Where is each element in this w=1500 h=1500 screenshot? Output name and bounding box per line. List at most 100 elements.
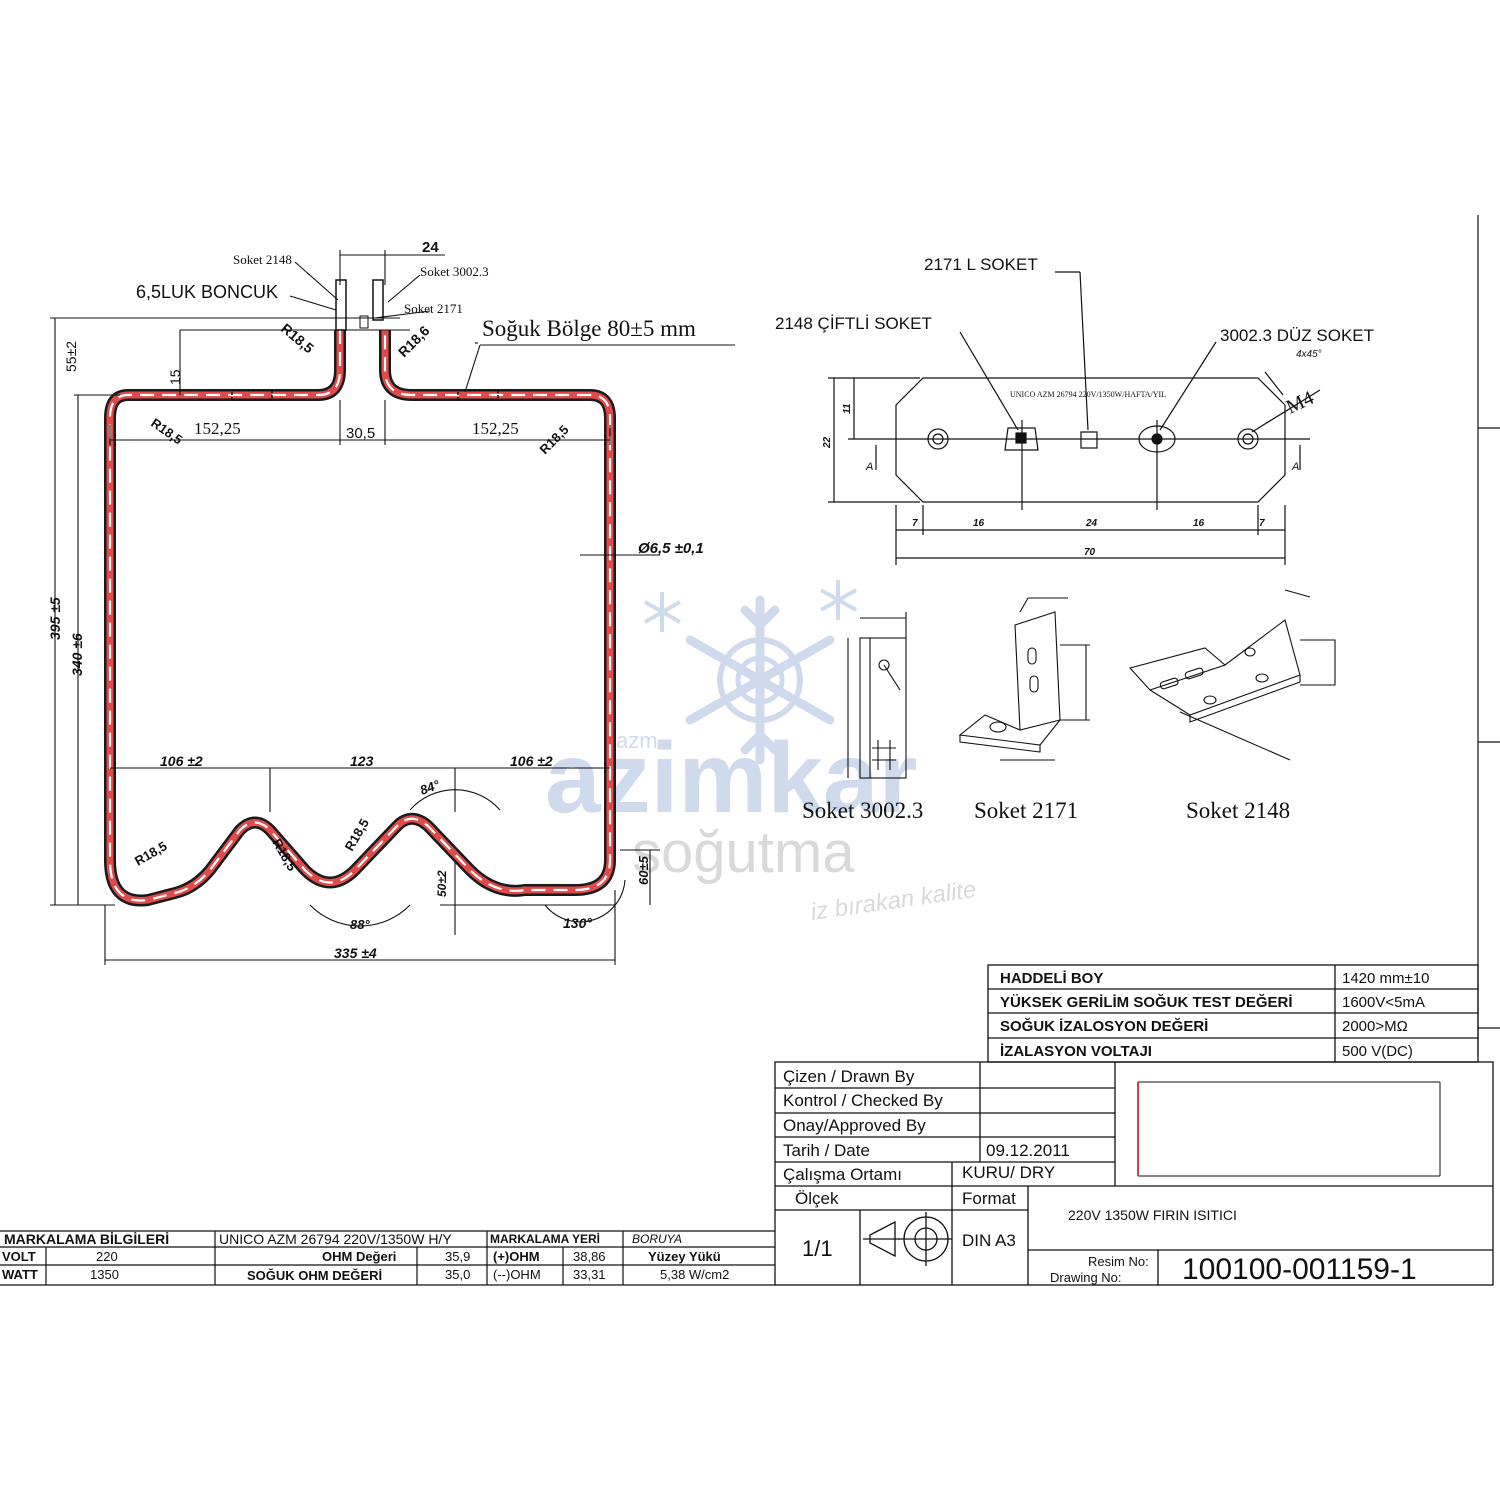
tb-approved-by: Onay/Approved By [783, 1116, 926, 1135]
plate-dim-24: 24 [1085, 518, 1098, 529]
dim-152-left: 152,25 [194, 419, 241, 438]
watermark-small: azm [616, 728, 658, 753]
plate-dim-11: 11 [842, 403, 853, 414]
bead-right [457, 389, 499, 401]
tb-title: 220V 1350W FIRIN ISITICI [1068, 1207, 1237, 1223]
tb-drawn-by: Çizen / Drawn By [783, 1067, 915, 1086]
dim-340: 340 ±6 [69, 633, 85, 676]
dim-106-left: 106 ±2 [160, 753, 203, 769]
label-m4: M4 [1283, 387, 1317, 419]
plate-dim-7b: 7 [1259, 518, 1265, 529]
heater-dimensions [50, 250, 735, 965]
tb-drawing-no-label1: Resim No: [1088, 1254, 1149, 1269]
label-soket-2148: Soket 2148 [233, 252, 292, 267]
socket-2171-end [359, 315, 369, 329]
spec-table [987, 964, 1479, 1063]
heater-element [104, 279, 616, 907]
tb-format: DIN A3 [962, 1231, 1016, 1250]
spec-label-3: İZALASYON VOLTAJI [1000, 1043, 1152, 1060]
snowflake-icon-small [644, 580, 857, 632]
label-ciftli-soket: 2148 ÇİFTLİ SOKET [775, 314, 932, 333]
spec-label-1: YÜKSEK GERİLİM SOĞUK TEST DEĞERİ [1000, 993, 1293, 1011]
dim-angle-84: 84° [418, 777, 442, 798]
mk-ohm-label: OHM Değeri [322, 1249, 396, 1264]
socket-detail-labels: Soket 3002.3 Soket 2171 Soket 2148 [802, 798, 1290, 823]
socket-details [847, 589, 1336, 779]
dim-24: 24 [422, 239, 439, 256]
tb-drawing-no-label2: Drawing No: [1050, 1270, 1122, 1285]
dim-r186-a: R18,5 [278, 320, 317, 356]
dim-123: 123 [350, 753, 374, 769]
mk-sohm-value: 35,0 [445, 1267, 470, 1282]
tb-scale-label: Ölçek [795, 1189, 839, 1208]
mk-mohm-label: (--)OHM [493, 1267, 541, 1282]
spec-label-0: HADDELİ BOY [1000, 970, 1103, 987]
label-soket-3002: Soket 3002.3 [420, 264, 489, 279]
mk-watt-value: 1350 [90, 1267, 119, 1282]
label-soguk-bolge: Soğuk Bölge 80±5 mm [482, 316, 696, 341]
section-a-right: A [1291, 461, 1299, 473]
tb-env: KURU/ DRY [962, 1163, 1055, 1182]
mk-h2: UNICO AZM 26794 220V/1350W H/Y [219, 1231, 452, 1247]
title-block-texts: Çizen / Drawn By Kontrol / Checked By On… [783, 1067, 1417, 1286]
plate-dim-7a: 7 [912, 518, 918, 529]
dim-15: 15 [167, 369, 183, 385]
bead-left [231, 389, 273, 401]
dim-30-5: 30,5 [346, 425, 375, 442]
dim-60: 60±5 [636, 855, 651, 885]
mk-h1: MARKALAMA BİLGİLERİ [4, 1231, 169, 1247]
dim-152-right: 152,25 [472, 419, 519, 438]
dim-106-right: 106 ±2 [510, 753, 553, 769]
tb-drawing-no: 100100-001159-1 [1182, 1253, 1417, 1286]
plate-dim-16b: 16 [1193, 518, 1205, 529]
tb-env-label: Çalışma Ortamı [783, 1165, 902, 1184]
dim-335: 335 ±4 [334, 945, 377, 961]
dim-r185-w3: R18,5 [342, 816, 372, 854]
section-a-left: A [865, 461, 873, 473]
mk-yuzey-value: 5,38 W/cm2 [660, 1267, 729, 1282]
dim-r185-left: R18,5 [148, 415, 185, 447]
mk-h4: BORUYA [632, 1232, 682, 1246]
tb-format-label: Format [962, 1189, 1016, 1208]
label-chamfer: 4x45° [1296, 349, 1322, 360]
mk-h3: MARKALAMA YERİ [490, 1231, 600, 1246]
dim-55: 55±2 [63, 341, 79, 372]
dim-angle-130: 130° [563, 915, 592, 931]
mk-pohm-value: 38,86 [573, 1249, 606, 1264]
sheet-border [1477, 215, 1500, 1055]
title-block [774, 1061, 1494, 1286]
projection-symbol-icon [863, 1212, 952, 1266]
spec-table-texts: HADDELİ BOY 1420 mm±10 YÜKSEK GERİLİM SO… [1000, 970, 1429, 1060]
tb-checked-by: Kontrol / Checked By [783, 1091, 943, 1110]
dim-395: 395 ±5 [47, 597, 63, 640]
snowflake-icon [685, 595, 835, 765]
mk-sohm-label: SOĞUK OHM DEĞERİ [247, 1268, 382, 1283]
tb-scale: 1/1 [802, 1236, 833, 1261]
dim-diameter: Ø6,5 ±0,1 [638, 540, 704, 557]
dim-50: 50±2 [435, 870, 449, 897]
mk-volt-value: 220 [96, 1249, 118, 1264]
tb-date-label: Tarih / Date [783, 1141, 870, 1160]
mk-watt-label: WATT [2, 1267, 38, 1282]
socket-2171-drawing [958, 597, 1090, 761]
terminal-plate [828, 271, 1321, 565]
spec-label-2: SOĞUK İZALOSYON DEĞERİ [1000, 1017, 1208, 1035]
terminal-plate-texts: 2171 L SOKET 2148 ÇİFTLİ SOKET 3002.3 DÜ… [775, 255, 1374, 558]
watermark-sub: soğutma [632, 820, 855, 885]
plate-marking: UNICO AZM 26794 220V/1350W/HAFTA/YIL [1010, 390, 1166, 399]
caption-soket-3002: Soket 3002.3 [802, 798, 923, 823]
tb-date: 09.12.2011 [986, 1141, 1070, 1160]
plate-dim-22: 22 [822, 436, 833, 449]
socket-2148-end [335, 279, 347, 331]
spec-value-2: 2000>MΩ [1342, 1018, 1408, 1035]
label-soket-2171: Soket 2171 [404, 301, 463, 316]
label-duz-soket: 3002.3 DÜZ SOKET [1220, 326, 1374, 345]
socket-2148-drawing [1128, 589, 1336, 761]
label-l-soket: 2171 L SOKET [924, 255, 1038, 274]
marking-table-texts: MARKALAMA BİLGİLERİ UNICO AZM 26794 220V… [2, 1231, 729, 1283]
plate-dim-total: 70 [1084, 547, 1096, 558]
marking-table [0, 1230, 775, 1286]
mk-yuzey-label: Yüzey Yükü [648, 1249, 721, 1264]
plate-dim-16a: 16 [973, 518, 985, 529]
